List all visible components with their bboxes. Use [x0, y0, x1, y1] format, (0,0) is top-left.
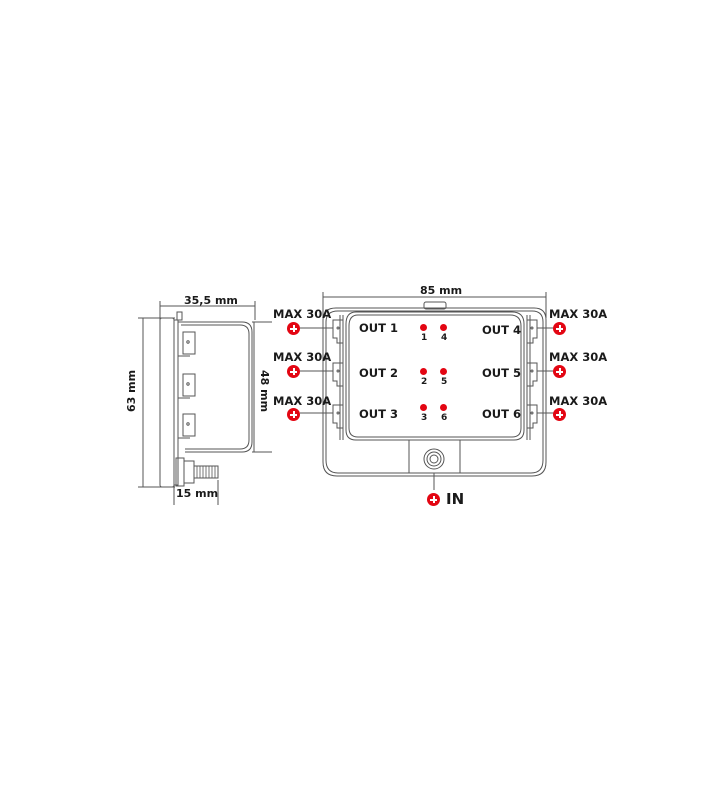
led-number: 4 [441, 333, 448, 343]
rating-label: MAX 30A [549, 307, 608, 321]
front-width-dimension: 85 mm [420, 284, 463, 297]
plus-terminal-icon [287, 408, 300, 421]
led-2 [420, 368, 427, 375]
plus-terminal-icon [427, 493, 440, 506]
plus-terminal-icon [287, 322, 300, 335]
led-1 [420, 324, 427, 331]
led-number: 6 [441, 413, 448, 423]
rating-label: MAX 30A [549, 394, 608, 408]
side-height-dimension: 63 mm [125, 369, 138, 412]
led-number: 1 [421, 333, 428, 343]
plus-terminal-icon [553, 408, 566, 421]
side-width-dimension: 35,5 mm [184, 294, 238, 307]
output-label: OUT 2 [359, 366, 398, 380]
bolt-length-dimension: 15 mm [176, 487, 219, 500]
led-5 [440, 368, 447, 375]
plus-terminal-icon [287, 365, 300, 378]
rating-label: MAX 30A [273, 350, 332, 364]
led-6 [440, 404, 447, 411]
output-label: OUT 5 [482, 366, 521, 380]
led-number: 2 [421, 377, 428, 387]
output-label: OUT 4 [482, 323, 521, 337]
cover-height-dimension: 48 mm [258, 370, 271, 413]
rating-label: MAX 30A [273, 394, 332, 408]
output-label: OUT 3 [359, 407, 398, 421]
input-label: IN [446, 490, 465, 508]
led-number: 3 [421, 413, 428, 423]
led-3 [420, 404, 427, 411]
plus-terminal-icon [553, 365, 566, 378]
led-number: 5 [441, 377, 448, 387]
plus-terminal-icon [553, 322, 566, 335]
led-4 [440, 324, 447, 331]
output-label: OUT 1 [359, 321, 398, 335]
output-label: OUT 6 [482, 407, 521, 421]
rating-label: MAX 30A [549, 350, 608, 364]
rating-label: MAX 30A [273, 307, 332, 321]
